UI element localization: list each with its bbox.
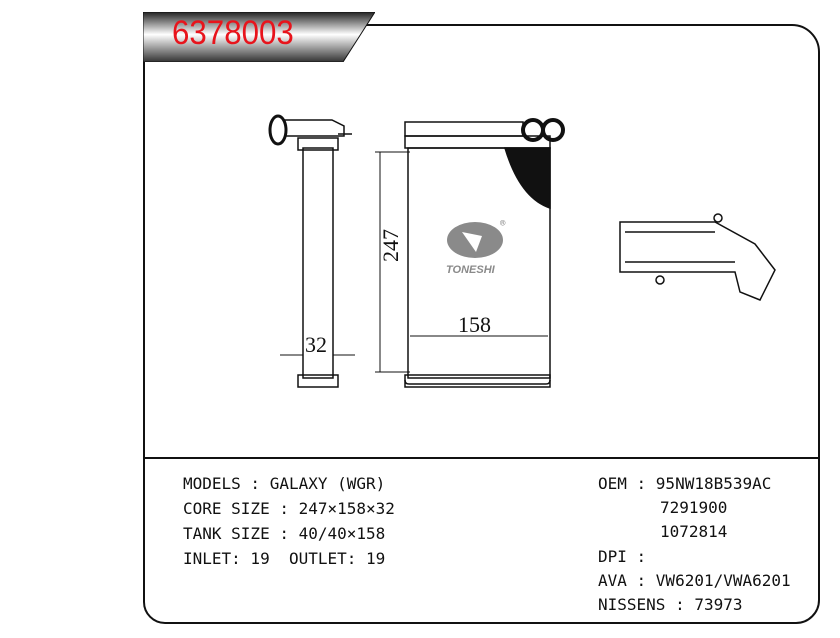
width-dimension: 158 bbox=[458, 312, 491, 337]
side-view bbox=[268, 114, 352, 388]
section-divider bbox=[143, 457, 820, 459]
part-number: 6378003 bbox=[172, 14, 294, 52]
spec-nissens: NISSENS : 73973 bbox=[598, 595, 743, 614]
spec-core-size: CORE SIZE : 247×158×32 bbox=[183, 499, 395, 518]
spec-inlet-outlet: INLET: 19 OUTLET: 19 bbox=[183, 549, 386, 568]
spec-sheet-frame bbox=[143, 24, 820, 624]
height-dimension: 247 bbox=[378, 229, 403, 262]
depth-dimension: 32 bbox=[305, 332, 327, 357]
spec-dpi: DPI : bbox=[598, 547, 647, 566]
spec-oem-3: 1072814 bbox=[660, 522, 728, 541]
spec-models: MODELS : GALAXY (WGR) bbox=[183, 474, 386, 493]
product-drawing: 247 158 32 TONESHI ® bbox=[268, 114, 776, 388]
part-number-tab bbox=[143, 12, 375, 62]
spec-oem: OEM : 95NW18B539AC bbox=[598, 474, 772, 493]
spec-tank-size: TANK SIZE : 40/40×158 bbox=[183, 524, 386, 543]
front-view bbox=[280, 118, 565, 388]
svg-text:®: ® bbox=[500, 219, 506, 229]
spec-oem-2: 7291900 bbox=[660, 498, 728, 517]
spec-ava: AVA : VW6201/VWA6201 bbox=[598, 571, 791, 590]
svg-text:TONESHI: TONESHI bbox=[446, 264, 496, 276]
toneshi-logo: TONESHI ® bbox=[446, 219, 506, 276]
top-view bbox=[619, 213, 776, 301]
